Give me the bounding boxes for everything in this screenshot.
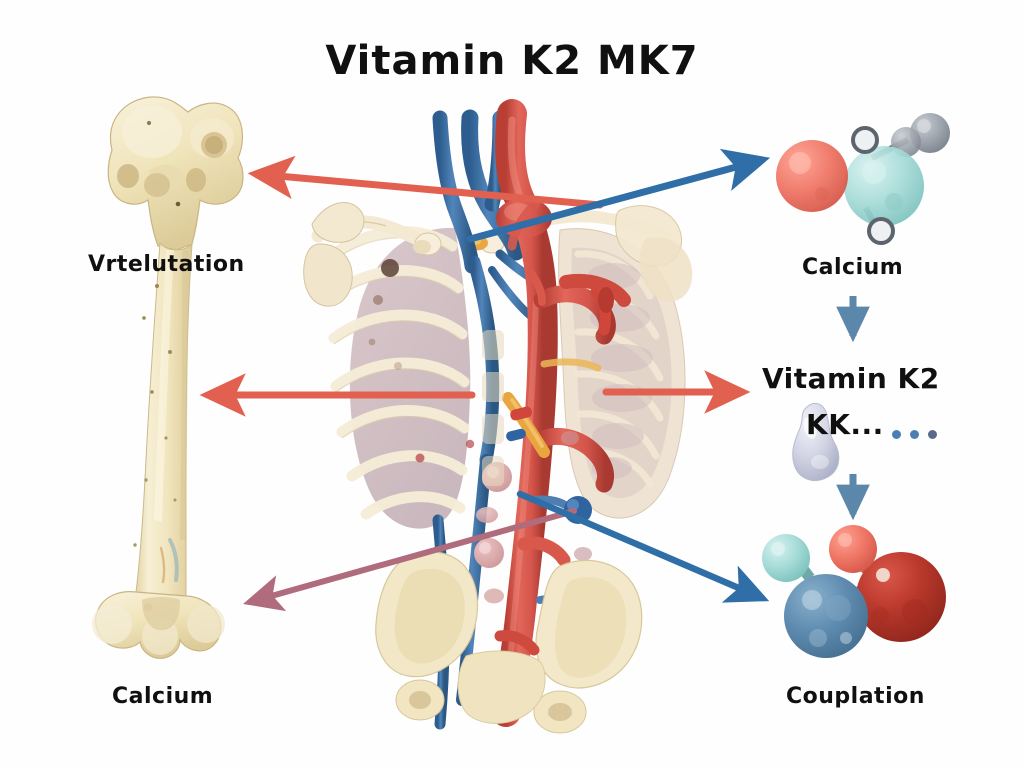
label-bone-bottom: Calcium bbox=[112, 684, 214, 709]
ellipsis-dots bbox=[892, 424, 941, 443]
label-vitamin-k2-line2: KK... bbox=[806, 408, 884, 441]
arrow-to-bone-top bbox=[247, 155, 604, 209]
arrow-to-calcium bbox=[466, 148, 771, 243]
vitamin-k2-droplet-illustration bbox=[792, 403, 840, 481]
coupling-molecule-illustration bbox=[762, 525, 946, 658]
arrow-to-couplation bbox=[516, 490, 770, 603]
label-molecule-top: Calcium bbox=[802, 255, 904, 280]
label-vitamin-k2-line1: Vitamin K2 bbox=[762, 362, 940, 395]
dot-2 bbox=[910, 430, 920, 439]
label-molecule-bottom: Couplation bbox=[786, 684, 925, 709]
calcium-molecule-illustration bbox=[776, 113, 950, 245]
label-bone-top: Vrtelutation bbox=[88, 252, 245, 277]
femur-bone-illustration bbox=[92, 96, 244, 659]
dot-3 bbox=[928, 430, 938, 439]
arrow-to-calcium-lower bbox=[243, 508, 577, 612]
page-title: Vitamin K2 MK7 bbox=[325, 38, 699, 84]
torso-anatomy-illustration bbox=[303, 99, 693, 734]
dot-1 bbox=[892, 430, 901, 439]
